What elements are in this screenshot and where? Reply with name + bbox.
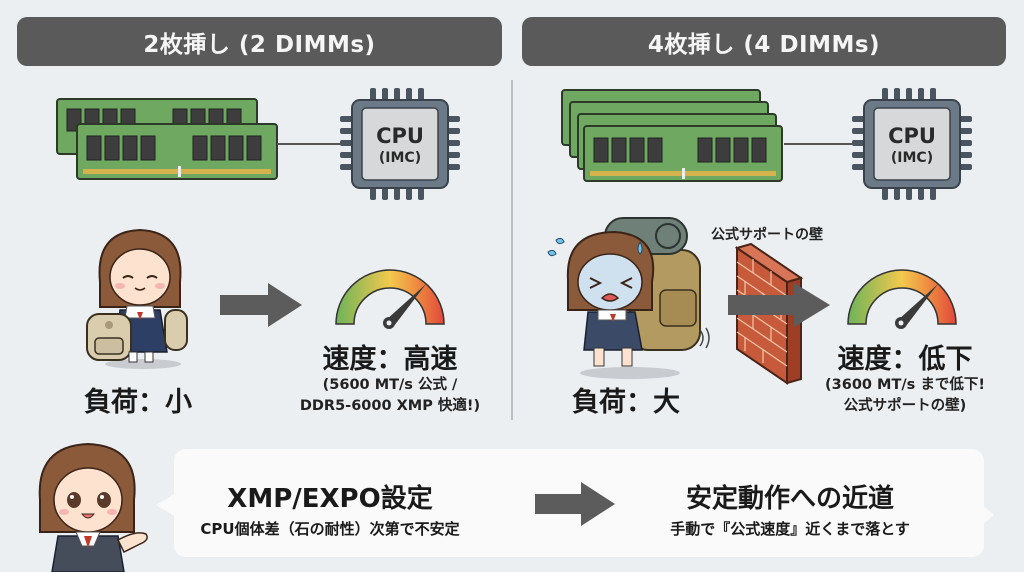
ram-stick-icon-group-4 [561, 89, 783, 182]
cpu-label: CPU [888, 124, 936, 148]
load-label-small: 負荷：小 [84, 387, 192, 418]
cpu-sub-label: (IMC) [890, 150, 934, 166]
cpu-sub-label: (IMC) [378, 150, 422, 166]
speedometer-high-icon [335, 269, 445, 329]
cpu-label: CPU [376, 124, 424, 148]
happy-student-icon [86, 228, 188, 369]
arrow-right-icon [535, 482, 615, 526]
load-label-large: 負荷：大 [572, 387, 680, 418]
wall-caption: 公式サポートの壁 [711, 227, 823, 243]
connection-line [784, 143, 852, 145]
speed-detail-line1: (5600 MT/s 公式 / [322, 377, 458, 393]
speed-detail-line2: DDR5-6000 XMP 快適!) [299, 398, 481, 414]
connection-line [277, 143, 349, 145]
arrow-right-icon [220, 283, 302, 327]
speech-bubble-tail [156, 493, 176, 517]
panel-divider [511, 80, 513, 420]
stable-operation-subtitle: 手動で『公式速度』近くまで落とす [670, 520, 910, 538]
cpu-chip-icon [340, 88, 460, 200]
brick-wall-icon [734, 242, 804, 385]
cpu-chip-icon [852, 88, 972, 200]
pointing-student-icon [38, 442, 148, 572]
speed-detail-line2: 公式サポートの壁) [843, 398, 967, 414]
header-4-dimms: 4枚挿し (4 DIMMs) [522, 17, 1006, 66]
header-2-dimms-label: 2枚挿し (2 DIMMs) [143, 31, 376, 58]
ram-stick-icon [583, 125, 783, 182]
header-2-dimms: 2枚挿し (2 DIMMs) [17, 17, 502, 66]
speed-label-high: 速度：高速 [322, 344, 458, 375]
ram-stick-icon-group-2 [56, 98, 278, 180]
speed-detail-line1: (3600 MT/s まで低下! [825, 377, 985, 393]
speech-bubble-tail-right [982, 505, 994, 525]
xmp-expo-title: XMP/EXPO設定 [227, 484, 433, 514]
xmp-expo-subtitle: CPU個体差（石の耐性）次第で不安定 [200, 520, 460, 538]
speedometer-low-icon [847, 269, 957, 329]
arrow-right-blocked-icon [728, 283, 830, 327]
ram-stick-icon [76, 123, 278, 180]
stable-operation-title: 安定動作への近道 [685, 484, 894, 514]
header-4-dimms-label: 4枚挿し (4 DIMMs) [647, 31, 881, 58]
struggling-student-icon [547, 217, 710, 379]
speed-label-low: 速度：低下 [837, 344, 973, 375]
